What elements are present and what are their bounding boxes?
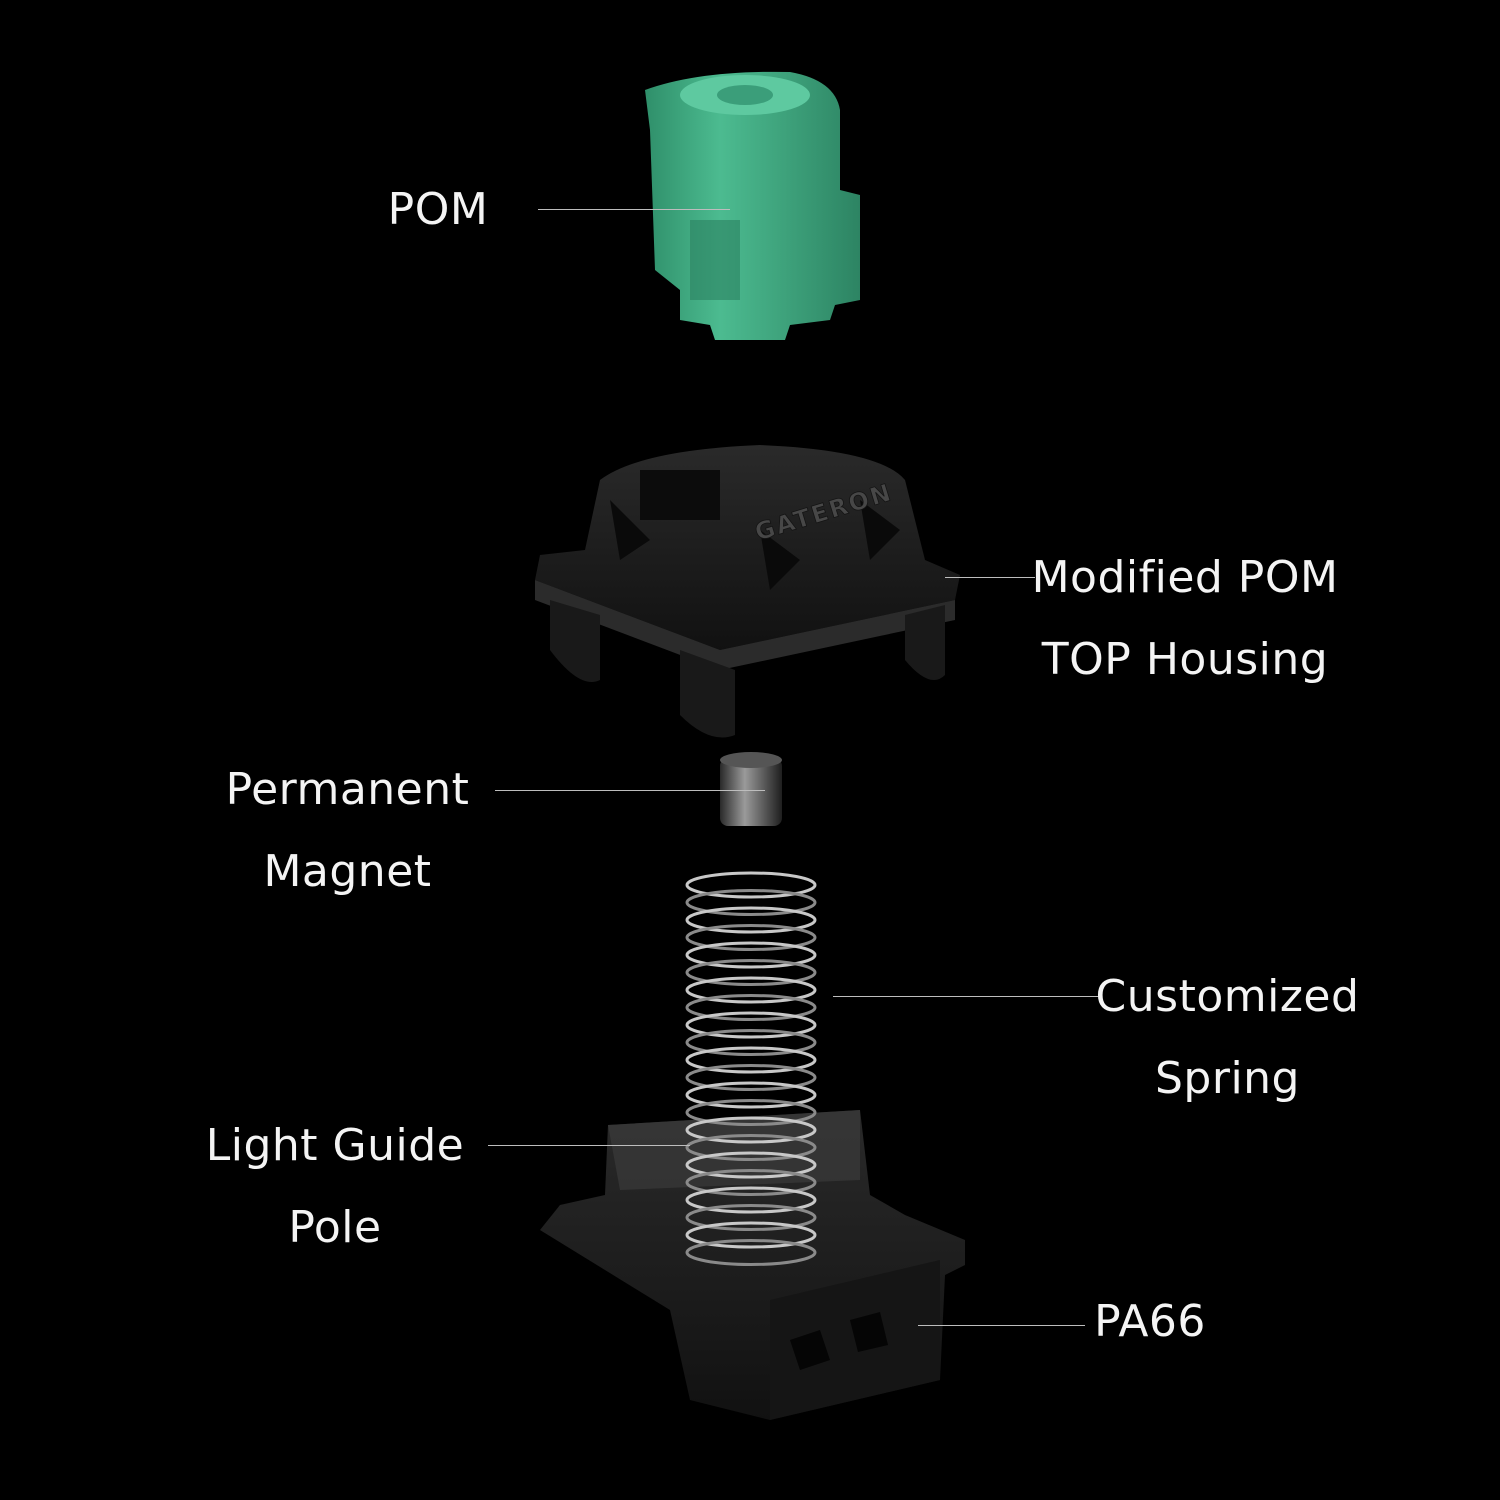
spring-label-line-1: Customized [1095, 971, 1360, 1022]
spring-coil [685, 1151, 817, 1179]
spring-label: Customized Spring [1085, 956, 1370, 1120]
top-housing-part: GATERON [535, 445, 960, 738]
magnet-label-line-1: Permanent [225, 764, 470, 815]
magnet-label: Permanent Magnet [200, 749, 495, 913]
spring-coil [685, 1186, 817, 1214]
spring-coil [685, 1099, 817, 1126]
spring-coil [685, 1029, 817, 1056]
light-guide-label-line-2: Pole [288, 1202, 382, 1253]
spring-part [685, 871, 817, 1266]
spring-coil [685, 1046, 817, 1074]
light-guide-label-line-1: Light Guide [205, 1120, 465, 1171]
magnet-label-line-2: Magnet [263, 846, 432, 897]
spring-coil [685, 1011, 817, 1039]
spring-coil [685, 1239, 817, 1266]
bottom-housing-label-line: PA66 [1094, 1296, 1206, 1347]
spring-leader-line [833, 996, 1100, 997]
spring-coil [685, 976, 817, 1004]
spring-coil [685, 1204, 817, 1231]
light-guide-label: Light Guide Pole [190, 1105, 480, 1269]
stem-label: POM [338, 169, 538, 251]
stem-leader-line [538, 209, 730, 210]
spring-coil [685, 871, 817, 899]
magnet-leader-line [495, 790, 765, 791]
spring-coil [685, 889, 817, 916]
spring-coil [685, 959, 817, 986]
top-housing-label-line-1: Modified POM [1031, 552, 1339, 603]
spring-label-line-2: Spring [1155, 1053, 1300, 1104]
spring-coil [685, 994, 817, 1021]
top-housing-leader-line [945, 577, 1035, 578]
bottom-housing-label: PA66 [1080, 1281, 1220, 1363]
spring-coil [685, 1081, 817, 1109]
spring-coil [685, 1134, 817, 1161]
top-housing-label-line-2: TOP Housing [1041, 634, 1329, 685]
spring-coil [685, 924, 817, 951]
magnet-part [720, 752, 782, 826]
top-housing-label: Modified POM TOP Housing [1020, 537, 1350, 701]
spring-coil [685, 941, 817, 969]
spring-coil [685, 1116, 817, 1144]
spring-coil [685, 906, 817, 934]
spring-coil [685, 1064, 817, 1091]
spring-coil [685, 1221, 817, 1249]
spring-coil [685, 1169, 817, 1196]
stem-part [645, 71, 860, 341]
bottom-housing-leader-line [918, 1325, 1085, 1326]
stem-label-line: POM [387, 184, 489, 235]
light-guide-leader-line [488, 1145, 690, 1146]
